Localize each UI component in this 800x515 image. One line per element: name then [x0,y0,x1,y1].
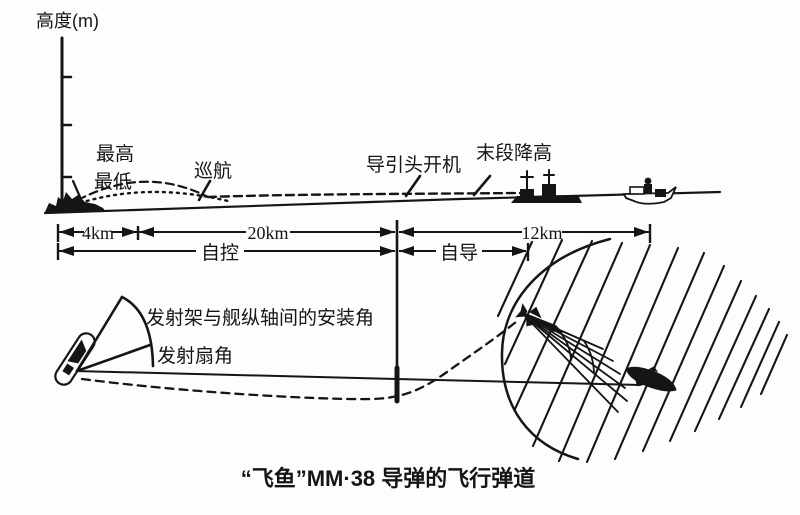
distance-row-arrowheads [59,227,649,237]
launch-target-baseline [74,370,641,386]
ship-axis-line [75,295,124,373]
boost-distance-label: 4km [82,223,114,243]
launcher-axis-line [75,343,152,373]
launch-ship-silhouette [45,192,106,212]
seeker-scan-fan [522,313,628,413]
cruise-pointer-line [197,179,212,202]
height-axis-ticks [60,75,73,179]
cruise-distance-label: 20km [247,223,288,243]
min-altitude-curve [78,190,230,205]
autonomous-phase-label: 自控 [201,242,239,264]
installation-angle-label: 发射架与舰纵轴间的安装角 [146,307,374,329]
seeker-on-label: 导引头开机 [366,154,461,176]
launch-fan-arc [120,295,155,368]
profile-view: 高度(m) 最高 最低 巡航 导引头开机 末段降高 [36,11,722,215]
dimension-lines: 4km 20km 12km 自控 自导 [56,220,652,402]
min-altitude-label: 最低 [94,171,132,193]
terminal-distance-label: 12km [521,223,562,243]
homing-phase-label: 自导 [440,242,478,264]
cruise-label: 巡航 [194,160,232,182]
target-ship-plan-view [625,366,677,392]
max-altitude-label: 最高 [96,143,134,165]
terminal-descent-label: 末段降高 [476,142,552,164]
plan-trajectory-line [80,320,518,401]
search-zone-arc [500,237,612,461]
max-altitude-curve [76,180,210,202]
figure-caption: “飞鱼”MM·38 导弹的飞行弹道 [241,466,536,491]
phase-row-arrowheads [59,246,527,256]
launch-ship-plan-view [54,332,96,386]
terminal-descent-pointer-line [472,174,492,197]
launch-ship-mast [71,179,82,199]
missile-plan-view [515,303,564,333]
target-ship-silhouette [511,169,582,203]
small-boat-silhouette [622,177,677,205]
launch-fan-angle-label: 发射扇角 [157,345,233,367]
height-axis-label: 高度(m) [36,11,99,31]
seeker-on-pointer-line [404,174,422,198]
plan-view: 发射架与舰纵轴间的安装角 发射扇角 [54,237,789,464]
